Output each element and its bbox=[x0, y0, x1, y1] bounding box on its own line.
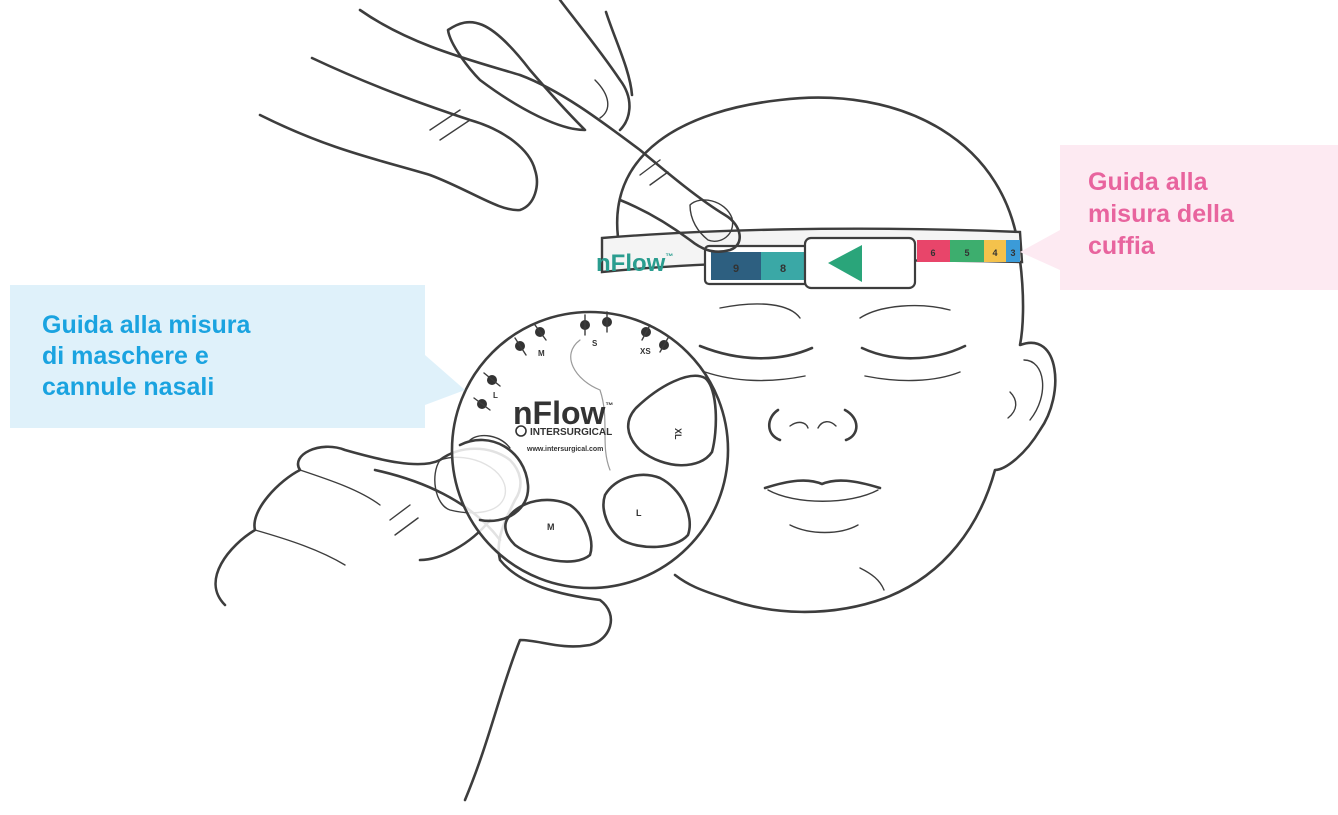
gauge-brand: INTERSURGICAL bbox=[530, 427, 612, 438]
size-mark-m: M bbox=[538, 349, 545, 358]
headband-number-6: 6 bbox=[930, 248, 935, 258]
cutout-label-l: L bbox=[636, 508, 642, 518]
headband-number-4: 4 bbox=[992, 248, 997, 258]
mask-callout-line3: cannule nasali bbox=[42, 373, 214, 401]
size-mark-xs: XS bbox=[640, 347, 651, 356]
gauge-url: www.intersurgical.com bbox=[526, 446, 603, 453]
size-mark-s: S bbox=[592, 339, 598, 348]
cutout-label-m: M bbox=[547, 522, 555, 532]
gauge-logo: nFlow™ bbox=[513, 395, 613, 431]
size-mark-l: L bbox=[493, 391, 498, 400]
headgear-callout-line2: misura della bbox=[1088, 200, 1235, 228]
mask-sizing-gauge: XL M L M S XS L nFlow™ INTERSURGICAL www… bbox=[452, 312, 728, 588]
headband-logo: nFlow™ bbox=[596, 250, 673, 277]
headgear-callout: Guida alla misura della cuffia bbox=[1020, 145, 1338, 290]
headband-number-5: 5 bbox=[964, 248, 969, 258]
headgear-callout-line3: cuffia bbox=[1088, 232, 1156, 260]
headband-number-9: 9 bbox=[733, 263, 739, 275]
headband-number-3: 3 bbox=[1010, 248, 1015, 258]
headgear-callout-line1: Guida alla bbox=[1088, 168, 1209, 196]
mask-callout-line2: di maschere e bbox=[42, 342, 209, 370]
headband-sizing-guide: 9 8 6 5 4 3 nFlow™ bbox=[596, 229, 1022, 288]
mask-callout-line1: Guida alla misura bbox=[42, 311, 252, 339]
headband-number-8: 8 bbox=[780, 263, 786, 275]
mask-callout: Guida alla misura di maschere e cannule … bbox=[10, 285, 465, 428]
cutout-label-xl: XL bbox=[673, 428, 683, 440]
top-hand bbox=[260, 0, 740, 252]
